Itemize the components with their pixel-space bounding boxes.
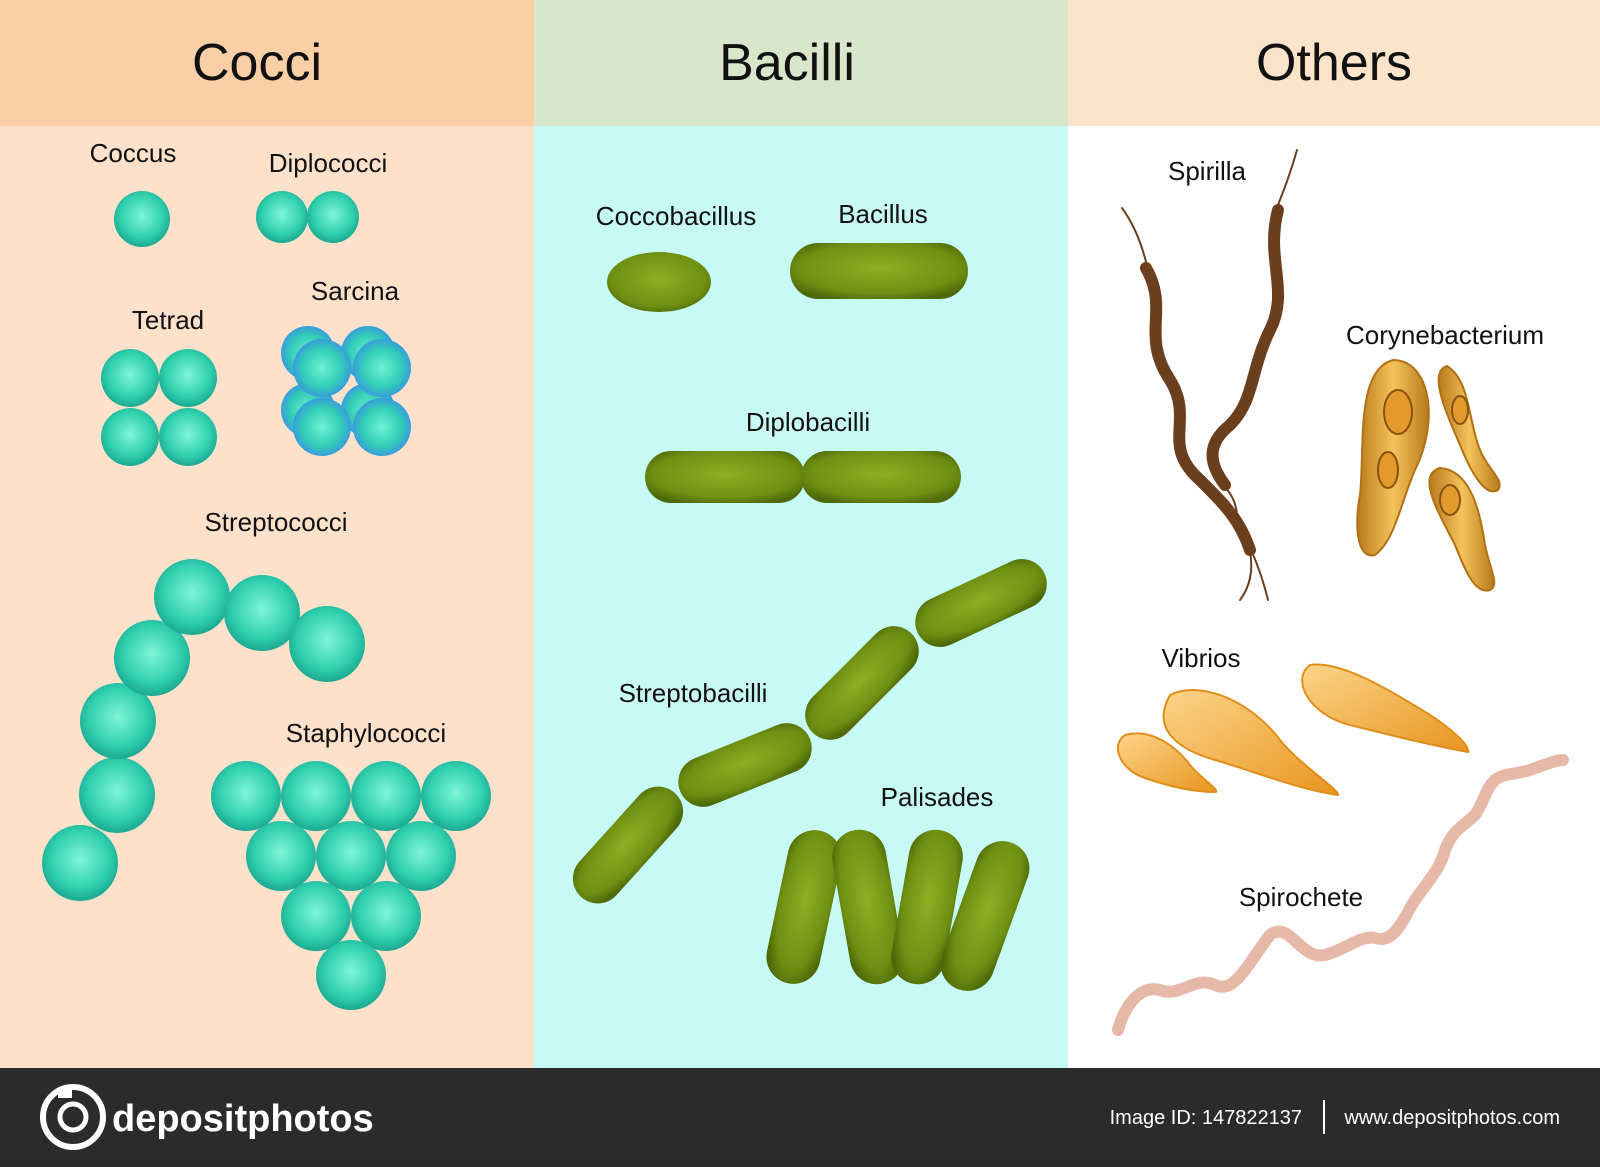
brand-logo-text: depositphotos [112, 1098, 374, 1140]
site-url-text: www.depositphotos.com [1343, 1107, 1560, 1129]
camera-icon [40, 1084, 106, 1150]
label-sarcina: Sarcina [311, 276, 400, 306]
label-corynebacterium: Corynebacterium [1346, 320, 1544, 350]
label-vibrios: Vibrios [1161, 643, 1240, 673]
coccus-cell [114, 191, 170, 247]
spirochete-cell [1112, 754, 1569, 1036]
label-spirochete: Spirochete [1239, 882, 1363, 912]
footer-divider [1323, 1100, 1325, 1134]
tetrad-cells [101, 349, 217, 466]
bacilli-header-bg [534, 0, 1068, 126]
corynebacterium-cells [1356, 358, 1501, 592]
vibrio-cells [1116, 663, 1470, 797]
sarcina-cells [281, 326, 411, 456]
others-heading: Others [1256, 34, 1412, 92]
label-staphylococci: Staphylococci [286, 718, 446, 748]
label-coccus: Coccus [90, 138, 177, 168]
staphylococci-cluster [211, 761, 491, 1010]
label-streptobacilli: Streptobacilli [619, 678, 768, 708]
label-tetrad: Tetrad [132, 305, 204, 335]
bacillus-cell [790, 243, 968, 299]
label-coccobacillus: Coccobacillus [596, 201, 756, 231]
footer-bar: depositphotos Image ID: 147822137 www.de… [0, 1068, 1600, 1167]
cocci-header-bg [0, 0, 534, 126]
label-diplococci: Diplococci [269, 148, 388, 178]
palisades-cells [766, 829, 1030, 991]
cocci-heading: Cocci [192, 34, 322, 92]
streptobacilli-chain [572, 558, 1047, 904]
label-diplobacilli: Diplobacilli [746, 407, 870, 437]
diplobacilli-cells [645, 451, 961, 503]
others-header-bg [1068, 0, 1600, 126]
spirilla-cells [1121, 149, 1298, 601]
streptococci-chain [42, 559, 365, 901]
bacilli-heading: Bacilli [719, 34, 855, 92]
label-spirilla: Spirilla [1168, 156, 1247, 186]
label-bacillus: Bacillus [838, 199, 928, 229]
diplococci-cells [256, 191, 359, 243]
label-streptococci: Streptococci [204, 507, 347, 537]
label-palisades: Palisades [881, 782, 994, 812]
image-id-text: Image ID: 147822137 [1110, 1107, 1302, 1129]
coccobacillus-cell [607, 252, 711, 312]
